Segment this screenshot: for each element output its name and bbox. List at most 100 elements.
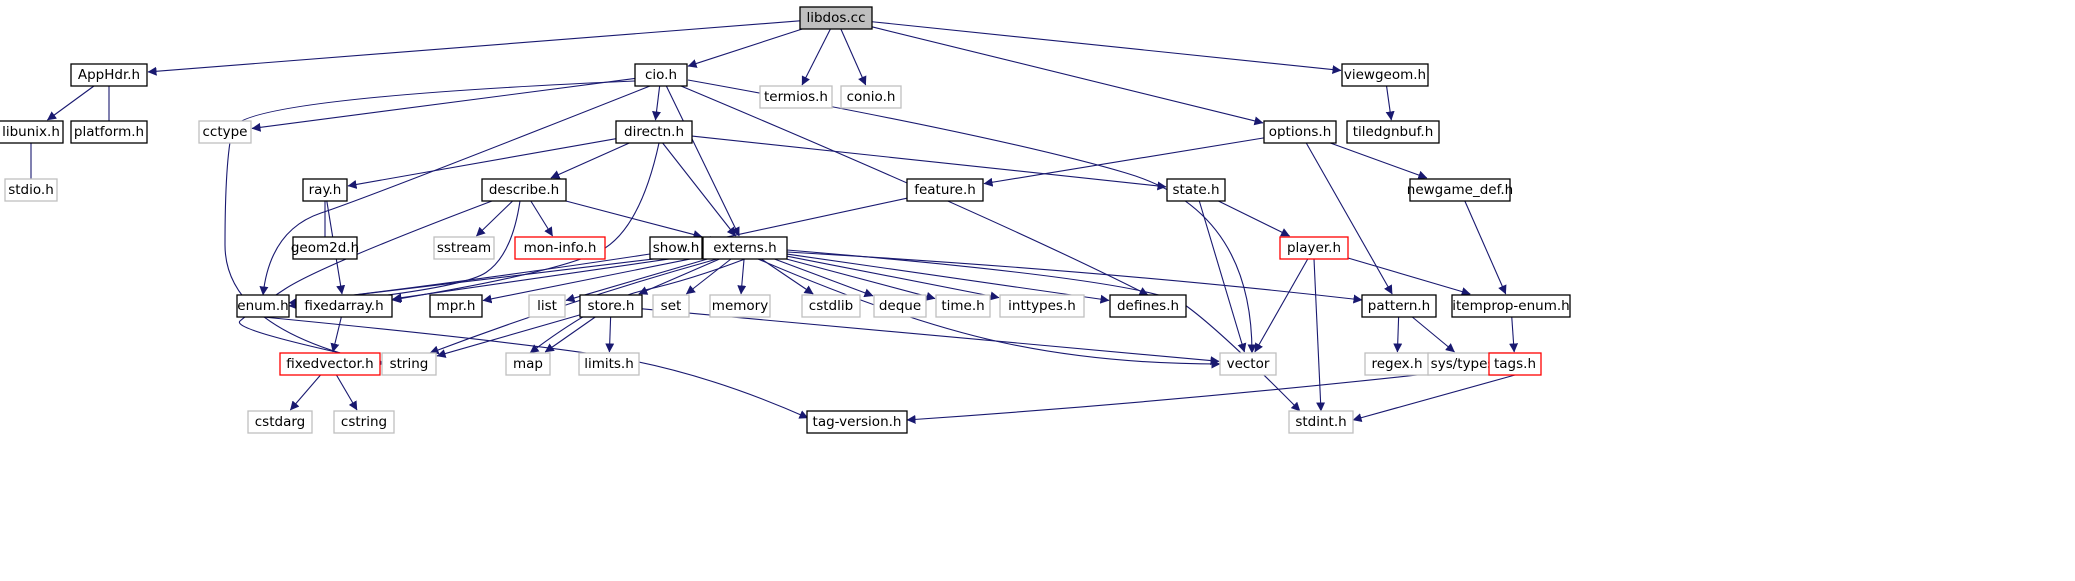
edge-cio-to-cctype — [251, 77, 636, 132]
node-box-ray — [302, 178, 348, 202]
node-box-cstring — [333, 410, 395, 434]
node-box-apphdr — [70, 63, 148, 87]
edge-cio-to-directn — [652, 85, 661, 121]
edge-options-to-newgame — [1330, 142, 1428, 180]
node-box-deque — [873, 294, 927, 318]
node-ray[interactable]: ray.h — [302, 178, 348, 202]
node-memory: memory — [709, 294, 771, 318]
node-label-cio: cio.h — [645, 67, 677, 83]
node-libunix[interactable]: libunix.h — [0, 120, 64, 144]
node-label-deque: deque — [879, 298, 921, 314]
node-tiledgnbuf[interactable]: tiledgnbuf.h — [1346, 120, 1440, 144]
node-label-directn: directn.h — [624, 124, 684, 140]
node-label-set: set — [661, 298, 682, 314]
node-cstdarg: cstdarg — [247, 410, 313, 434]
node-box-describe — [481, 178, 567, 202]
node-box-options — [1263, 120, 1337, 144]
edge-describe-to-externs — [565, 200, 703, 239]
edge-fixedvector-to-cstdarg — [289, 374, 321, 411]
node-feature[interactable]: feature.h — [906, 178, 984, 202]
node-box-inttypes — [999, 294, 1085, 318]
node-label-viewgeom: viewgeom.h — [1344, 67, 1426, 83]
node-label-apphdr: AppHdr.h — [78, 67, 140, 83]
edge-tags-to-stdint — [1352, 374, 1516, 423]
edge-externs-to-fixedarray — [392, 253, 704, 303]
node-box-defines — [1109, 294, 1187, 318]
edge-libdos-to-viewgeom — [871, 21, 1342, 75]
edge-externs-to-memory — [737, 258, 747, 295]
node-box-viewgeom — [1341, 63, 1429, 87]
node-tags[interactable]: tags.h — [1488, 352, 1542, 376]
node-moninfo[interactable]: mon-info.h — [514, 236, 606, 260]
node-label-store: store.h — [588, 298, 635, 314]
node-state[interactable]: state.h — [1166, 178, 1226, 202]
node-box-tagversion — [806, 410, 908, 434]
node-box-itemprop — [1451, 294, 1571, 318]
edge-state-to-vector — [1198, 200, 1247, 353]
node-enum[interactable]: enum.h — [236, 294, 290, 318]
node-label-sstream: sstream — [437, 240, 491, 256]
node-box-termios — [759, 85, 833, 109]
node-apphdr[interactable]: AppHdr.h — [70, 63, 148, 87]
node-label-cstring: cstring — [341, 414, 387, 430]
node-box-store — [579, 294, 643, 318]
node-box-mpr — [429, 294, 483, 318]
node-defines[interactable]: defines.h — [1109, 294, 1187, 318]
edge-feature-to-show — [702, 197, 908, 245]
node-externs[interactable]: externs.h — [702, 236, 788, 260]
node-options[interactable]: options.h — [1263, 120, 1337, 144]
node-box-enum — [236, 294, 290, 318]
node-box-pattern — [1361, 294, 1437, 318]
edge-options-to-pattern — [1305, 142, 1393, 295]
node-box-conio — [840, 85, 902, 109]
node-mpr[interactable]: mpr.h — [429, 294, 483, 318]
node-box-map — [505, 352, 551, 376]
node-label-enum: enum.h — [237, 298, 288, 314]
node-player[interactable]: player.h — [1279, 236, 1349, 260]
node-describe[interactable]: describe.h — [481, 178, 567, 202]
node-geom2d[interactable]: geom2d.h — [291, 236, 359, 260]
node-list: list — [528, 294, 566, 318]
node-viewgeom[interactable]: viewgeom.h — [1341, 63, 1429, 87]
node-label-ray: ray.h — [309, 182, 342, 198]
node-box-tiledgnbuf — [1346, 120, 1440, 144]
node-store[interactable]: store.h — [579, 294, 643, 318]
node-label-tagversion: tag-version.h — [813, 414, 902, 430]
node-stdio: stdio.h — [4, 178, 58, 202]
edge-libdos-to-termios — [801, 28, 831, 86]
node-tagversion[interactable]: tag-version.h — [806, 410, 908, 434]
node-box-moninfo — [514, 236, 606, 260]
node-fixedvector[interactable]: fixedvector.h — [279, 352, 381, 376]
node-fixedarray[interactable]: fixedarray.h — [295, 294, 393, 318]
node-label-describe: describe.h — [489, 182, 559, 198]
node-pattern[interactable]: pattern.h — [1361, 294, 1437, 318]
node-cio[interactable]: cio.h — [634, 63, 688, 87]
node-box-vector — [1219, 352, 1277, 376]
node-box-sstream — [433, 236, 495, 260]
node-label-newgame: newgame_def.h — [1407, 182, 1513, 198]
edge-libdos-to-conio — [840, 28, 867, 86]
node-label-systypes: sys/types.h — [1431, 356, 1508, 372]
node-box-fixedarray — [295, 294, 393, 318]
node-label-options: options.h — [1269, 124, 1332, 140]
edge-externs-to-string — [429, 258, 718, 355]
edge-options-to-feature — [983, 137, 1265, 187]
edge-directn-to-externs — [662, 142, 737, 237]
node-directn[interactable]: directn.h — [615, 120, 693, 144]
node-label-termios: termios.h — [764, 89, 828, 105]
node-platform[interactable]: platform.h — [70, 120, 148, 144]
edge-describe-to-moninfo — [530, 200, 554, 237]
edge-store-to-string — [436, 314, 581, 358]
node-show[interactable]: show.h — [649, 236, 703, 260]
edge-directn-to-ray — [347, 138, 617, 189]
node-cstdlib: cstdlib — [801, 294, 861, 318]
node-newgame[interactable]: newgame_def.h — [1407, 178, 1513, 202]
node-label-vector: vector — [1227, 356, 1270, 372]
node-box-time — [935, 294, 991, 318]
edge-player-to-vector — [1254, 258, 1309, 353]
node-box-tags — [1488, 352, 1542, 376]
node-itemprop[interactable]: itemprop-enum.h — [1451, 294, 1571, 318]
node-label-player: player.h — [1287, 240, 1341, 256]
node-libdos[interactable]: libdos.cc — [799, 6, 873, 30]
